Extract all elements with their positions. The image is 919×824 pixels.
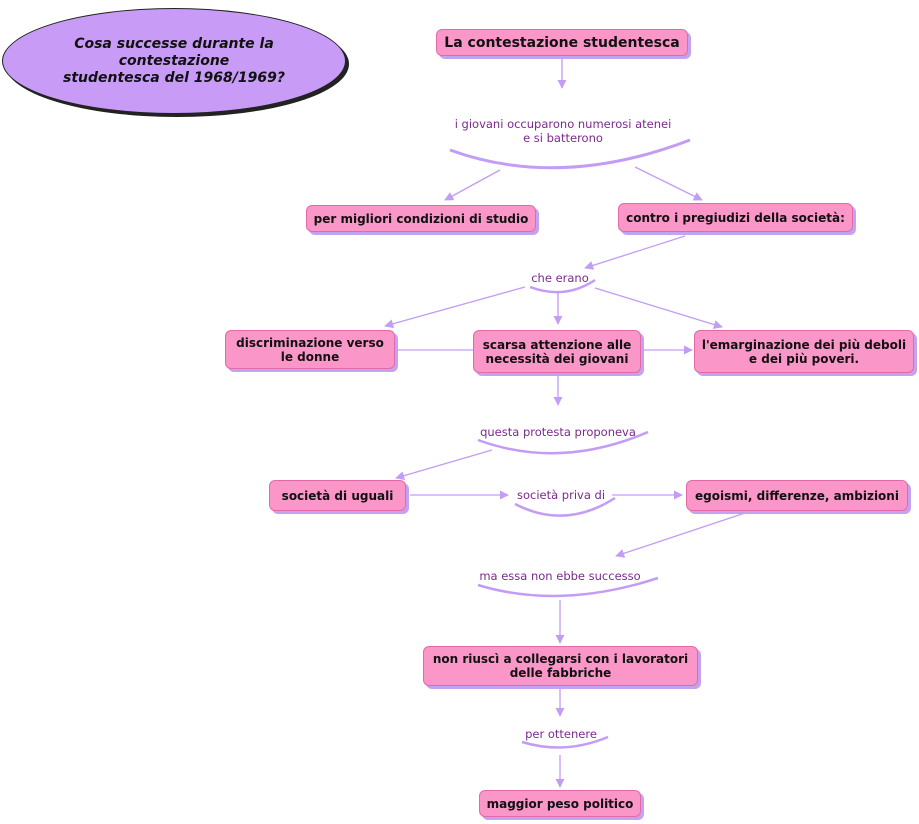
concept-pregiudizi[interactable]: contro i pregiudizi della società: [618, 203, 853, 232]
concept-giovani[interactable]: scarsa attenzione alle necessità dei gio… [473, 330, 641, 373]
arrow-proponeva-to-uguali [395, 449, 493, 481]
link-che-erano[interactable]: che erano [520, 271, 600, 285]
link-ottenere[interactable]: per ottenere [516, 727, 606, 741]
concept-donne-line2: le donne [280, 349, 340, 364]
link-proponeva[interactable]: questa protesta proponeva [470, 425, 646, 439]
arrow-pregiudizi-to-che-erano [584, 235, 686, 270]
link-priva-label: società priva di [516, 488, 606, 502]
swoosh-ottenere [521, 735, 609, 749]
arrow-occuparono-to-studio [444, 169, 501, 201]
focus-question: Cosa successe durante la contestazione s… [2, 8, 346, 114]
concept-egoismi[interactable]: egoismi, differenze, ambizioni [686, 480, 908, 511]
concept-studio[interactable]: per migliori condizioni di studio [306, 205, 536, 232]
link-che-erano-label: che erano [531, 271, 589, 285]
concept-uguali-label: società di uguali [281, 488, 394, 503]
link-occuparono-line2: e si batterono [523, 131, 603, 145]
link-successo-label: ma essa non ebbe successo [479, 569, 641, 583]
concept-pregiudizi-label: contro i pregiudizi della società: [626, 210, 845, 225]
concept-donne[interactable]: discriminazione verso le donne [225, 330, 395, 369]
link-ottenere-label: per ottenere [525, 727, 597, 741]
link-proponeva-label: questa protesta proponeva [480, 425, 636, 439]
concept-root[interactable]: La contestazione studentesca [436, 29, 688, 56]
link-occuparono[interactable]: i giovani occuparono numerosi atenei e s… [432, 117, 694, 145]
swoosh-priva [514, 496, 616, 517]
focus-question-line2: studentesca del 1968/1969? [63, 69, 285, 86]
link-successo[interactable]: ma essa non ebbe successo [470, 569, 650, 583]
concept-emarginazione[interactable]: l'emarginazione dei più deboli e dei più… [694, 330, 914, 373]
arrow-occuparono-to-pregiudizi [634, 166, 703, 201]
swoosh-proponeva [477, 430, 649, 455]
concept-studio-label: per migliori condizioni di studio [313, 211, 529, 226]
link-occuparono-line1: i giovani occuparono numerosi atenei [454, 117, 672, 131]
swoosh-successo [477, 576, 659, 598]
arrow-che-erano-to-emarginazione [594, 287, 723, 329]
arrow-che-erano-to-donne [384, 286, 526, 329]
concept-egoismi-label: egoismi, differenze, ambizioni [695, 488, 899, 503]
arrow-egoismi-to-successo [615, 512, 746, 558]
concept-giovani-line1: scarsa attenzione alle [482, 337, 632, 352]
concept-peso[interactable]: maggior peso politico [479, 790, 641, 817]
link-priva[interactable]: società priva di [508, 488, 614, 502]
concept-uguali[interactable]: società di uguali [269, 480, 406, 511]
concept-donne-line1: discriminazione verso [236, 335, 384, 350]
concept-giovani-line2: necessità dei giovani [485, 351, 629, 366]
concept-root-label: La contestazione studentesca [444, 34, 680, 51]
focus-question-line1: Cosa successe durante la contestazione [74, 35, 274, 69]
concept-lavoratori[interactable]: non riuscì a collegarsi con i lavoratori… [423, 646, 698, 686]
swoosh-che-erano [529, 278, 596, 294]
concept-emarginazione-line1: l'emarginazione dei più deboli [701, 337, 907, 352]
concept-lavoratori-line1: non riuscì a collegarsi con i lavoratori [432, 652, 689, 666]
concept-emarginazione-line2: e dei più poveri. [748, 351, 860, 366]
concept-lavoratori-line2: delle fabbriche [509, 666, 612, 680]
swoosh-occuparono [449, 138, 691, 170]
concept-peso-label: maggior peso politico [486, 796, 634, 811]
